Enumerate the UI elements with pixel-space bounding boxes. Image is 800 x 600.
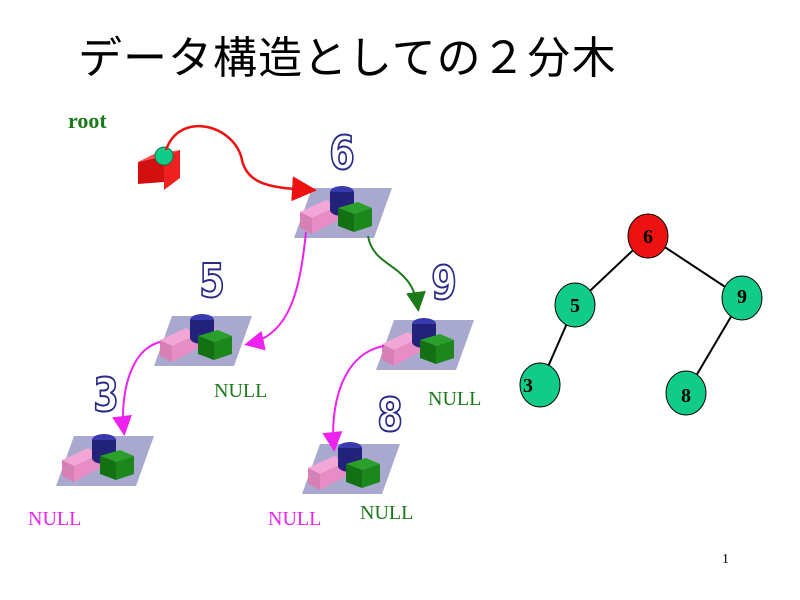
null-label-9-right: NULL <box>428 388 482 410</box>
memory-node-9-value: 9 <box>430 256 457 310</box>
tree-node-3-label: 3 <box>523 375 533 397</box>
null-label-8-left: NULL <box>268 508 322 530</box>
tree-node-6-label: 6 <box>643 226 653 248</box>
tree-node-5-label: 5 <box>570 295 580 317</box>
null-label-3-left: NULL <box>28 508 82 530</box>
tree-node-5 <box>554 282 596 328</box>
tree-node-3 <box>519 362 561 408</box>
memory-node-5 <box>154 314 252 366</box>
null-label-8-right: NULL <box>360 502 414 524</box>
tree-node-9-label: 9 <box>737 286 747 308</box>
memory-node-8 <box>302 442 400 494</box>
tree-node-8-label: 8 <box>681 385 691 407</box>
page-number: 1 <box>722 552 729 567</box>
memory-node-6 <box>294 186 392 238</box>
null-label-5-right: NULL <box>214 380 268 402</box>
tree-node-9 <box>721 275 763 321</box>
root-pointer-box <box>138 146 180 190</box>
slide-title: データ構造としての２分木 <box>78 33 617 84</box>
right-pointer-6-to-9 <box>367 235 426 312</box>
memory-node-6-value: 6 <box>328 126 355 180</box>
memory-node-9 <box>376 318 474 370</box>
root-label: root <box>68 108 107 133</box>
left-pointer-6-to-5 <box>244 231 307 351</box>
memory-node-3-value: 3 <box>92 368 119 422</box>
memory-node-3 <box>56 434 154 486</box>
tree-diagram: 6 5 9 3 8 <box>519 213 763 416</box>
root-pointer-arrow <box>164 124 317 202</box>
tree-node-6 <box>627 213 669 259</box>
memory-node-5-value: 5 <box>198 254 225 308</box>
tree-node-8 <box>665 370 707 416</box>
left-pointer-5-to-3 <box>112 341 161 436</box>
memory-node-8-value: 8 <box>376 388 403 442</box>
left-pointer-9-to-8 <box>322 345 385 452</box>
